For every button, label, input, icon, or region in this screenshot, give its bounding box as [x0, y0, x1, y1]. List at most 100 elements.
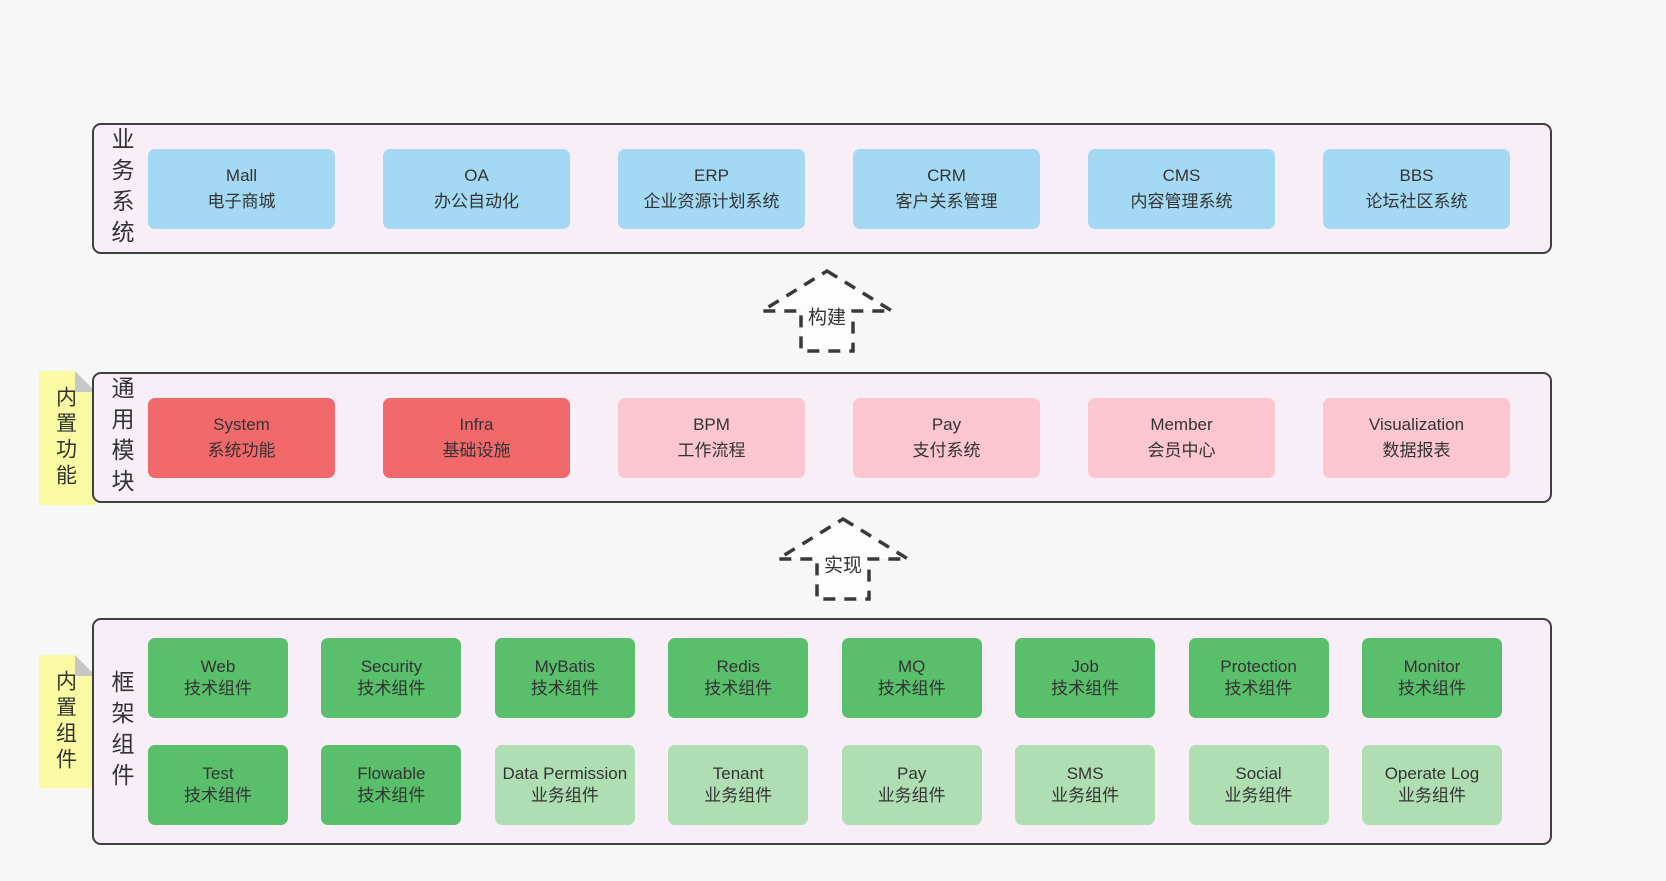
box-name: Test — [202, 763, 234, 783]
box-flowable: Flowable 技术组件 — [321, 745, 462, 825]
box-desc: 技术组件 — [877, 679, 946, 698]
arrow-implement: 实现 — [775, 516, 911, 602]
box-name: CRM — [927, 166, 966, 185]
sticky-note-builtin-components: 内置组件 — [39, 655, 96, 788]
box-operate-log: Operate Log 业务组件 — [1361, 745, 1502, 825]
box-monitor: Monitor 技术组件 — [1361, 638, 1502, 718]
box-name: Member — [1150, 415, 1213, 434]
box-name: MyBatis — [534, 656, 596, 676]
box-desc: 业务组件 — [704, 786, 773, 805]
box-erp: ERP 企业资源计划系统 — [618, 148, 805, 229]
box-web: Web 技术组件 — [148, 638, 288, 718]
panel-business-systems: 业务系统 Mall 电子商城 OA 办公自动化 ERP 企业资源计划系统 CRM… — [92, 123, 1552, 254]
box-name: Security — [360, 656, 423, 676]
box-cms: CMS 内容管理系统 — [1088, 148, 1275, 229]
box-desc: 技术组件 — [1224, 679, 1293, 698]
box-name: BBS — [1399, 166, 1434, 185]
box-name: Tenant — [712, 763, 764, 783]
box-desc: 工作流程 — [677, 440, 746, 460]
box-protection: Protection 技术组件 — [1188, 638, 1329, 718]
arrow-build: 构建 — [759, 268, 895, 354]
box-name: Monitor — [1403, 656, 1461, 676]
box-desc: 业务组件 — [1224, 786, 1293, 805]
box-name: MQ — [897, 656, 926, 676]
box-desc: 业务组件 — [877, 786, 946, 805]
box-social: Social 业务组件 — [1188, 745, 1329, 825]
box-security: Security 技术组件 — [321, 638, 462, 718]
box-name: Web — [200, 656, 236, 676]
box-desc: 论坛社区系统 — [1365, 191, 1468, 211]
box-name: Data Permission — [502, 763, 628, 783]
box-name: BPM — [693, 415, 730, 434]
box-name: Redis — [716, 656, 760, 676]
box-desc: 系统功能 — [207, 440, 276, 460]
box-desc: 基础设施 — [442, 440, 511, 460]
box-bpm: BPM 工作流程 — [618, 397, 805, 478]
box-desc: 办公自动化 — [434, 191, 519, 211]
box-member: Member 会员中心 — [1088, 397, 1275, 478]
box-desc: 技术组件 — [357, 786, 426, 805]
box-name: ERP — [694, 166, 729, 185]
box-name: Infra — [459, 415, 494, 434]
box-name: Operate Log — [1384, 763, 1480, 783]
box-desc: 电子商城 — [207, 191, 276, 211]
box-data-permission: Data Permission 业务组件 — [494, 745, 635, 825]
box-bbs: BBS 论坛社区系统 — [1323, 148, 1510, 229]
box-name: Flowable — [357, 763, 426, 783]
panel-label-common-modules: 通用模块 — [108, 375, 134, 500]
box-oa: OA 办公自动化 — [383, 148, 570, 229]
box-desc: 内容管理系统 — [1130, 191, 1233, 211]
box-sms: SMS 业务组件 — [1015, 745, 1156, 825]
box-tenant: Tenant 业务组件 — [668, 745, 809, 825]
box-desc: 技术组件 — [1051, 679, 1120, 698]
box-desc: 支付系统 — [912, 440, 981, 460]
box-name: OA — [464, 166, 489, 185]
box-pay-component: Pay 业务组件 — [841, 745, 982, 825]
panel-label-framework-components: 框架组件 — [108, 669, 134, 794]
business-systems-row: Mall 电子商城 OA 办公自动化 ERP 企业资源计划系统 CRM 客户关系… — [148, 125, 1550, 252]
box-desc: 企业资源计划系统 — [643, 191, 780, 211]
box-desc: 技术组件 — [704, 679, 773, 698]
arrow-implement-label: 实现 — [820, 549, 866, 579]
box-name: Job — [1071, 656, 1099, 676]
box-desc: 技术组件 — [184, 786, 252, 805]
box-name: Protection — [1220, 656, 1297, 676]
panel-label-business-systems: 业务系统 — [108, 126, 134, 251]
box-mall: Mall 电子商城 — [148, 148, 335, 229]
box-desc: 技术组件 — [530, 679, 599, 698]
box-test: Test 技术组件 — [148, 745, 288, 825]
box-mybatis: MyBatis 技术组件 — [494, 638, 635, 718]
box-name: Mall — [225, 166, 258, 185]
box-desc: 客户关系管理 — [895, 191, 998, 211]
box-desc: 技术组件 — [1397, 679, 1466, 698]
sticky-note-builtin-features-label: 内置功能 — [53, 386, 77, 490]
box-desc: 会员中心 — [1147, 440, 1216, 460]
panel-framework-components: 框架组件 Web 技术组件 Security 技术组件 MyBatis 技术组件… — [92, 618, 1552, 845]
box-desc: 数据报表 — [1382, 440, 1451, 460]
box-desc: 业务组件 — [530, 786, 599, 805]
box-name: System — [213, 415, 270, 434]
box-system: System 系统功能 — [148, 397, 335, 478]
panel-common-modules: 通用模块 System 系统功能 Infra 基础设施 BPM 工作流程 Pay… — [92, 372, 1552, 503]
box-name: Visualization — [1368, 415, 1465, 434]
box-crm: CRM 客户关系管理 — [853, 148, 1040, 229]
box-redis: Redis 技术组件 — [668, 638, 809, 718]
framework-components-grid: Web 技术组件 Security 技术组件 MyBatis 技术组件 Redi… — [148, 620, 1550, 843]
box-job: Job 技术组件 — [1015, 638, 1156, 718]
arrow-build-label: 构建 — [804, 301, 850, 331]
box-pay-module: Pay 支付系统 — [853, 397, 1040, 478]
common-modules-row: System 系统功能 Infra 基础设施 BPM 工作流程 Pay 支付系统… — [148, 374, 1550, 501]
box-name: Pay — [897, 763, 927, 783]
box-desc: 技术组件 — [357, 679, 426, 698]
sticky-note-builtin-features: 内置功能 — [39, 371, 96, 505]
box-mq: MQ 技术组件 — [841, 638, 982, 718]
box-name: Pay — [931, 415, 962, 434]
box-desc: 技术组件 — [184, 679, 252, 698]
box-name: Social — [1235, 763, 1282, 783]
box-name: CMS — [1162, 166, 1201, 185]
box-desc: 业务组件 — [1051, 786, 1120, 805]
sticky-note-builtin-components-label: 内置组件 — [53, 669, 77, 774]
box-visualization: Visualization 数据报表 — [1323, 397, 1510, 478]
box-name: SMS — [1066, 763, 1104, 783]
